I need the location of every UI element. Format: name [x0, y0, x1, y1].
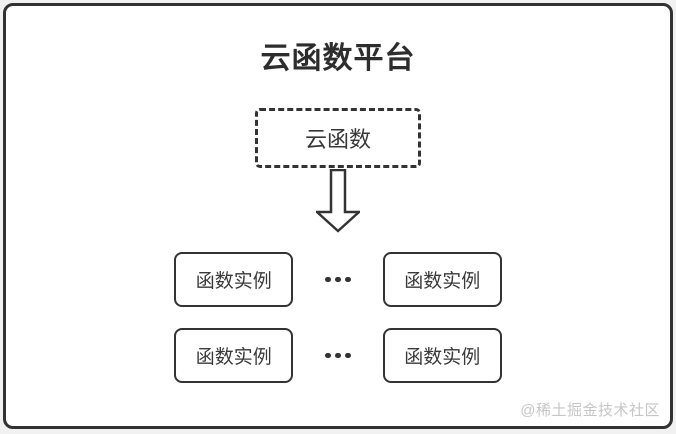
function-instance-node: 函数实例 [382, 328, 502, 383]
ellipsis-icon [325, 276, 351, 283]
page-title: 云函数平台 [260, 42, 416, 75]
function-instance-label: 函数实例 [404, 347, 481, 368]
function-instance-label: 函数实例 [195, 347, 272, 368]
function-instance-label: 函数实例 [195, 271, 272, 292]
cloud-function-label: 云函数 [304, 127, 371, 152]
watermark: @稀土掘金技术社区 [520, 402, 660, 419]
ellipsis-icon [325, 352, 351, 359]
down-arrow-icon [313, 168, 363, 233]
function-instance-node: 函数实例 [174, 328, 294, 383]
diagram-card: 云函数平台 云函数 函数实例 函数实例 函数实例 函数实例 @稀土掘金技术社区 [3, 3, 673, 429]
instance-row-1: 函数实例 函数实例 [6, 252, 670, 307]
instance-row-2: 函数实例 函数实例 [6, 328, 670, 383]
cloud-function-node: 云函数 [255, 108, 421, 168]
function-instance-node: 函数实例 [174, 252, 294, 307]
function-instance-label: 函数实例 [404, 271, 481, 292]
function-instance-node: 函数实例 [382, 252, 502, 307]
